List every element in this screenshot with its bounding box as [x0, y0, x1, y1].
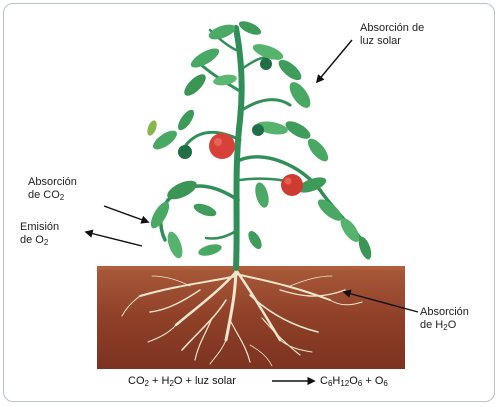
- tomato-green: [252, 124, 264, 136]
- label-sunlight-absorption: Absorción de luz solar: [360, 22, 424, 48]
- tomato-green: [178, 145, 192, 159]
- arrow-co2: [104, 206, 148, 222]
- label-water-absorption: Absorción de H2O: [420, 306, 469, 332]
- arrow-o2: [86, 232, 142, 246]
- tomato-green: [260, 58, 272, 70]
- tomato-red-large: [209, 133, 235, 159]
- soil-top-edge: [97, 266, 405, 270]
- label-o2-emission: Emisión de O2: [20, 221, 59, 247]
- soil-block: [97, 266, 405, 369]
- arrow-sunlight: [317, 40, 352, 82]
- label-co2-absorption: Absorción de CO2: [28, 176, 77, 202]
- equation-reactants: CO2 + H2O + luz solar: [128, 375, 236, 387]
- equation-products: C6H12O6 + O6: [320, 375, 388, 387]
- tomato-red-small: [281, 174, 303, 196]
